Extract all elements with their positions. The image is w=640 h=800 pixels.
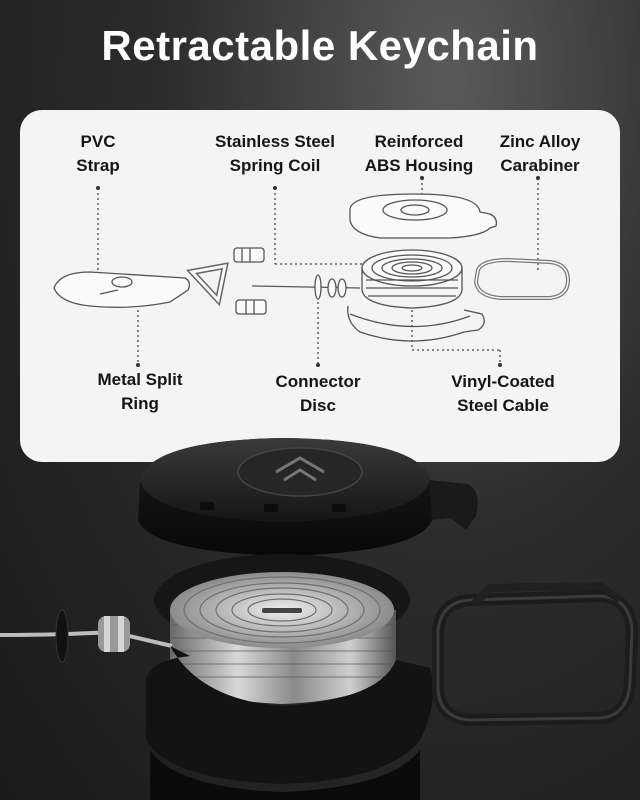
photo-carabiner bbox=[432, 582, 638, 726]
abs-housing-top-drawing bbox=[349, 193, 498, 239]
leader-lines bbox=[97, 178, 539, 365]
spring-coil-drawing bbox=[361, 249, 463, 309]
photo-housing-lid bbox=[138, 438, 478, 556]
page-title: Retractable Keychain bbox=[101, 22, 539, 69]
exploded-line-drawing bbox=[53, 176, 571, 367]
photo-housing-base bbox=[146, 646, 434, 800]
split-ring-drawing bbox=[186, 262, 229, 307]
photo-spring-coil bbox=[154, 554, 410, 704]
label-steel-cable: Vinyl-Coated Steel Cable bbox=[451, 372, 555, 415]
label-split-ring: Metal Split Ring bbox=[97, 370, 183, 413]
cable-and-disc-drawing bbox=[251, 274, 361, 300]
housing-logo-icon bbox=[275, 456, 325, 482]
pvc-strap-drawing bbox=[53, 271, 191, 308]
leader-dots bbox=[96, 176, 540, 367]
label-pvc-strap: PVC Strap bbox=[76, 132, 120, 175]
abs-housing-bottom-drawing bbox=[347, 305, 485, 342]
label-carabiner: Zinc Alloy Carabiner bbox=[499, 132, 581, 175]
keychain-exploded-photo bbox=[0, 438, 638, 800]
label-connector-disc: Connector Disc bbox=[275, 372, 361, 415]
connector-pieces-drawing bbox=[233, 247, 267, 315]
exploded-diagram-card: PVC Strap Stainless Steel Spring Coil Re… bbox=[20, 110, 620, 462]
carabiner-drawing bbox=[473, 257, 571, 300]
photo-cable-connector bbox=[0, 609, 173, 663]
label-abs-housing: Reinforced ABS Housing bbox=[364, 132, 474, 175]
label-spring-coil: Stainless Steel Spring Coil bbox=[214, 132, 335, 175]
